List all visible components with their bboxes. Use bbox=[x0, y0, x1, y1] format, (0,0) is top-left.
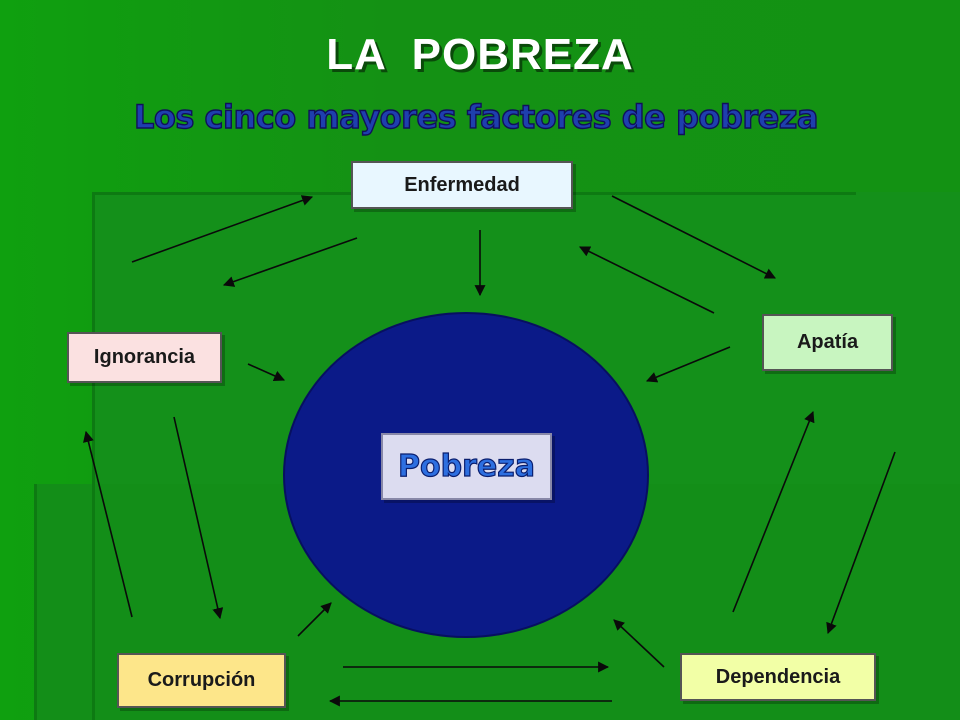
arrow-ignorancia-to-enfermedad bbox=[131, 195, 314, 263]
arrow-enfermedad-to-ignorancia bbox=[222, 237, 358, 287]
factor-box-dependencia: Dependencia bbox=[680, 653, 876, 701]
factor-box-corrupcion: Corrupción bbox=[117, 653, 286, 708]
arrow-ignorancia-to-corrupcion bbox=[173, 416, 224, 620]
arrow-dependencia-to-apatia bbox=[732, 410, 815, 613]
panel-edge-line bbox=[34, 484, 37, 720]
factor-label: Apatía bbox=[796, 331, 859, 353]
slide-subtitle: Los cinco mayores factores de pobreza bbox=[133, 97, 819, 136]
center-box-pobreza: Pobreza bbox=[381, 433, 552, 500]
center-label: Pobreza bbox=[397, 448, 535, 484]
factor-box-apatia: Apatía bbox=[762, 314, 893, 371]
arrow-apatia-to-enfermedad bbox=[579, 246, 715, 314]
arrow-dependencia-to-pobreza bbox=[613, 619, 665, 668]
factor-label: Enfermedad bbox=[404, 173, 520, 196]
arrow-apatia-to-pobreza bbox=[645, 346, 731, 383]
factor-box-ignorancia: Ignorancia bbox=[67, 332, 222, 383]
panel-edge-line bbox=[92, 192, 95, 720]
factor-label: Corrupción bbox=[147, 669, 256, 691]
slide-title: LA POBREZA bbox=[326, 30, 634, 79]
factor-box-enfermedad: Enfermedad bbox=[351, 161, 573, 209]
factor-label: Ignorancia bbox=[93, 346, 196, 368]
arrow-corrupcion-to-ignorancia bbox=[83, 430, 133, 618]
arrow-enfermedad-to-apatia bbox=[611, 195, 776, 279]
arrow-apatia-to-dependencia bbox=[826, 451, 896, 635]
arrow-corrupcion-to-pobreza bbox=[297, 602, 332, 637]
arrow-ignorancia-to-pobreza bbox=[247, 363, 286, 382]
factor-label: Dependencia bbox=[715, 665, 841, 688]
